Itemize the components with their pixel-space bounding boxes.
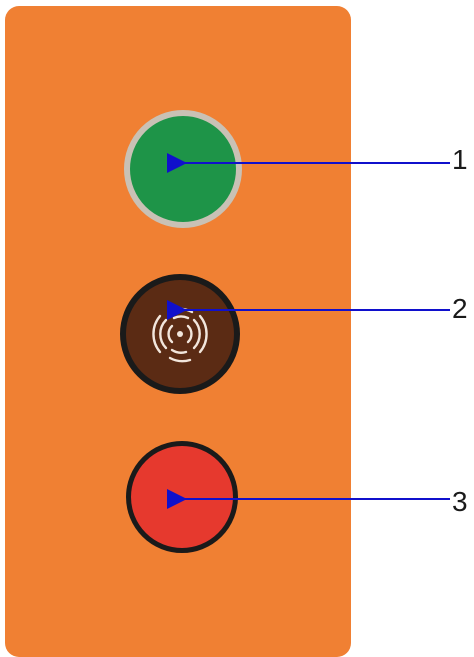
callout-label-3: 3 [452, 486, 468, 517]
callout-label-1: 1 [452, 144, 468, 175]
sound-waves-icon [152, 307, 208, 363]
callout-label-2: 2 [452, 293, 468, 324]
green-button[interactable] [124, 110, 242, 228]
buzzer-button[interactable] [120, 274, 240, 394]
red-button[interactable] [126, 441, 238, 553]
